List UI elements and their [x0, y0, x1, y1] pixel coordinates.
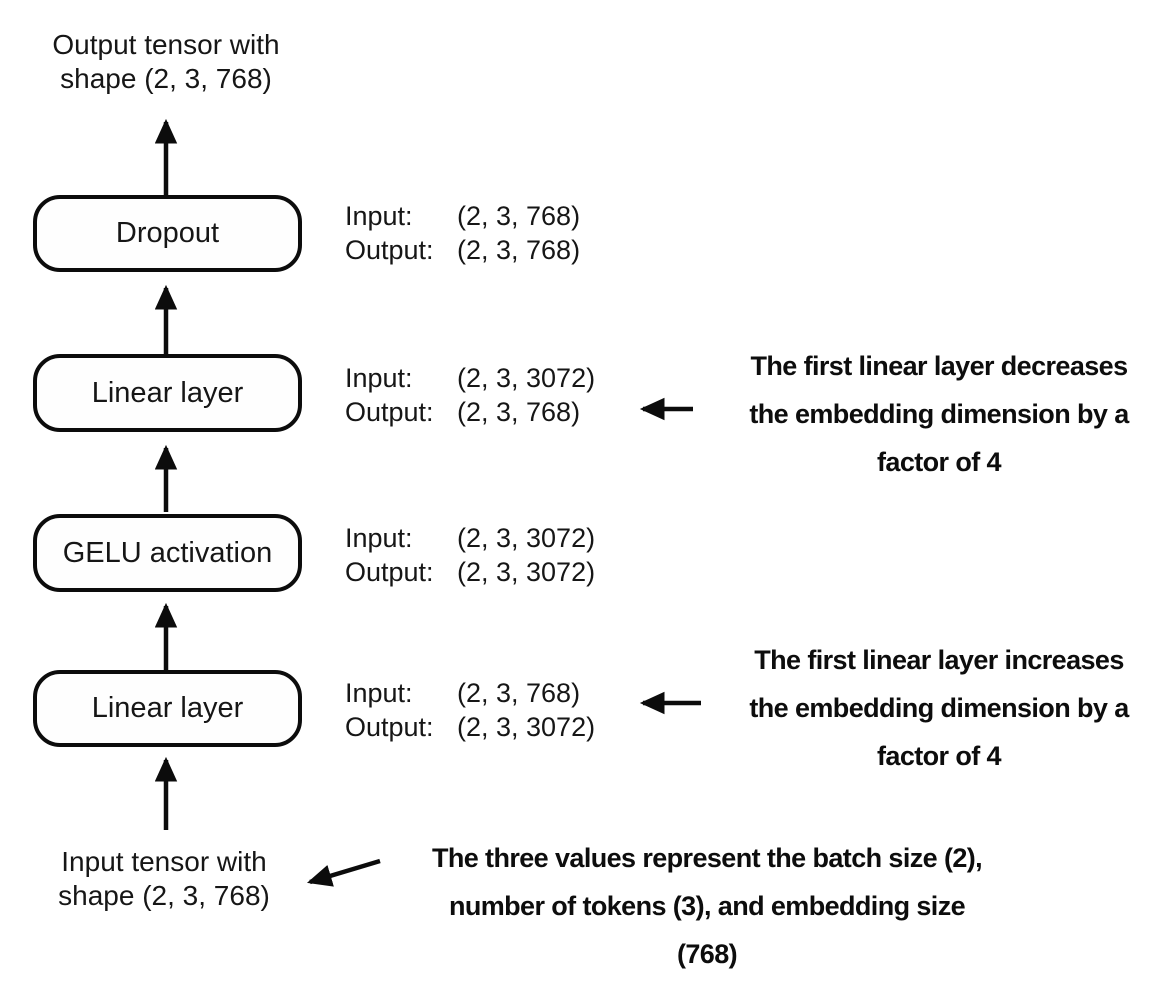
io-input-value: (2, 3, 3072): [457, 523, 596, 553]
note-tensor-values-line3: (768): [676, 939, 738, 969]
io-output-value: (2, 3, 768): [457, 397, 581, 427]
note-decrease-line1: The first linear layer decreases: [750, 351, 1128, 381]
io-input-value: (2, 3, 3072): [457, 363, 596, 393]
note-tensor-values: The three values represent the batch siz…: [402, 834, 1012, 978]
io-output-value: (2, 3, 3072): [457, 557, 596, 587]
output-tensor-label-line2: shape (2, 3, 768): [60, 63, 272, 94]
io-output-value: (2, 3, 3072): [457, 712, 596, 742]
io-output-label: Output:: [345, 557, 434, 587]
arrow-dropout-to-output-icon: [154, 118, 178, 196]
io-output-label: Output:: [345, 397, 434, 427]
io-shapes-dropout: Input: (2, 3, 768) Output: (2, 3, 768): [345, 199, 580, 267]
arrow-linear-lower-to-gelu-icon: [154, 602, 178, 670]
linear-upper-box: Linear layer: [33, 354, 302, 432]
io-input-value: (2, 3, 768): [457, 678, 581, 708]
input-tensor-label: Input tensor with shape (2, 3, 768): [35, 845, 293, 913]
io-output-label: Output:: [345, 712, 434, 742]
io-input-label: Input:: [345, 678, 413, 708]
linear-lower-box: Linear layer: [33, 670, 302, 747]
arrow-input-to-linear-lower-icon: [154, 756, 178, 830]
dropout-box-label: Dropout: [115, 217, 220, 249]
linear-upper-box-label: Linear layer: [91, 376, 244, 409]
note-tensor-values-line1: The three values represent the batch siz…: [431, 843, 983, 873]
io-shapes-linear-lower: Input: (2, 3, 768) Output: (2, 3, 3072): [345, 676, 595, 744]
arrow-linear-upper-to-dropout-icon: [154, 284, 178, 354]
note-decrease-line2: the embedding dimension by a: [749, 399, 1129, 429]
dropout-box: Dropout: [33, 195, 302, 272]
gelu-box: GELU activation: [33, 514, 302, 592]
io-output-label: Output:: [345, 235, 434, 265]
input-tensor-label-line1: Input tensor with: [61, 846, 267, 877]
note-decrease-line3: factor of 4: [877, 447, 1002, 477]
gelu-box-label: GELU activation: [62, 536, 273, 569]
note-increase: The first linear layer increases the emb…: [733, 636, 1145, 780]
io-shapes-linear-upper: Input: (2, 3, 3072) Output: (2, 3, 768): [345, 361, 595, 429]
note-decrease: The first linear layer decreases the emb…: [733, 342, 1145, 486]
note-increase-arrow-icon: [639, 691, 701, 715]
note-tensor-values-line2: number of tokens (3), and embedding size: [448, 891, 966, 921]
io-output-value: (2, 3, 768): [457, 235, 581, 265]
output-tensor-label-line1: Output tensor with: [52, 29, 280, 60]
note-increase-line1: The first linear layer increases: [754, 645, 1124, 675]
input-label-pointer-arrow-icon: [306, 858, 381, 887]
arrow-gelu-to-linear-upper-icon: [154, 444, 178, 512]
output-tensor-label: Output tensor with shape (2, 3, 768): [20, 28, 312, 96]
io-input-label: Input:: [345, 201, 413, 231]
io-shapes-gelu: Input: (2, 3, 3072) Output: (2, 3, 3072): [345, 521, 595, 589]
io-input-label: Input:: [345, 523, 413, 553]
note-increase-line2: the embedding dimension by a: [749, 693, 1129, 723]
input-tensor-label-line2: shape (2, 3, 768): [58, 880, 270, 911]
note-decrease-arrow-icon: [639, 397, 693, 421]
io-input-value: (2, 3, 768): [457, 201, 581, 231]
note-increase-line3: factor of 4: [877, 741, 1002, 771]
io-input-label: Input:: [345, 363, 413, 393]
linear-lower-box-label: Linear layer: [91, 692, 244, 724]
